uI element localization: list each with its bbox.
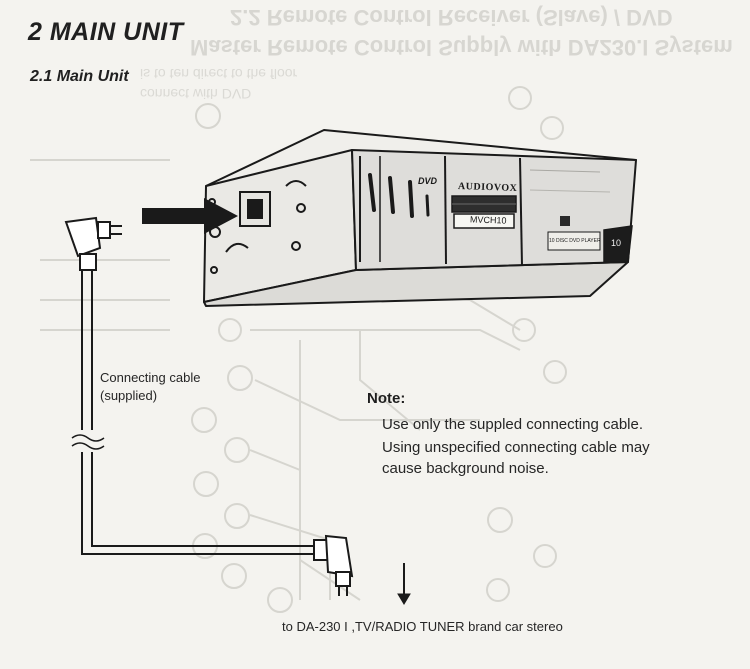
destination-caption: to DA-230 I ,TV/RADIO TUNER brand car st…	[282, 619, 563, 634]
cable-plug-top	[64, 216, 122, 271]
device-badge-label: 10	[611, 238, 622, 248]
note-line: Using unspecified connecting cable may	[382, 439, 650, 456]
cable-plug-bottom	[313, 534, 354, 596]
device-model-label: MVCH10	[469, 214, 507, 226]
disc-player-label: 10 DISC DVD PLAYER	[549, 238, 601, 244]
device-brand-label: AUDIOVOX	[457, 180, 518, 195]
front-panel	[359, 155, 633, 267]
note-title: Note:	[367, 390, 406, 407]
note-line: Use only the suppled connecting cable.	[382, 416, 644, 433]
section-subtitle: 2.1 Main Unit	[30, 68, 129, 85]
cable-label-line: Connecting cable	[100, 370, 201, 385]
section-title: 2 MAIN UNIT	[28, 18, 184, 46]
cable-label-line: (supplied)	[100, 388, 158, 403]
connector-pointer-arrow	[142, 198, 238, 234]
cable-label: Connecting cable (supplied)	[100, 369, 200, 405]
dvd-logo-label: DVD	[418, 176, 438, 186]
destination-down-arrow	[397, 563, 411, 605]
note-line: cause background noise.	[382, 460, 549, 477]
connecting-cable	[71, 270, 316, 555]
side-panel	[208, 180, 307, 274]
